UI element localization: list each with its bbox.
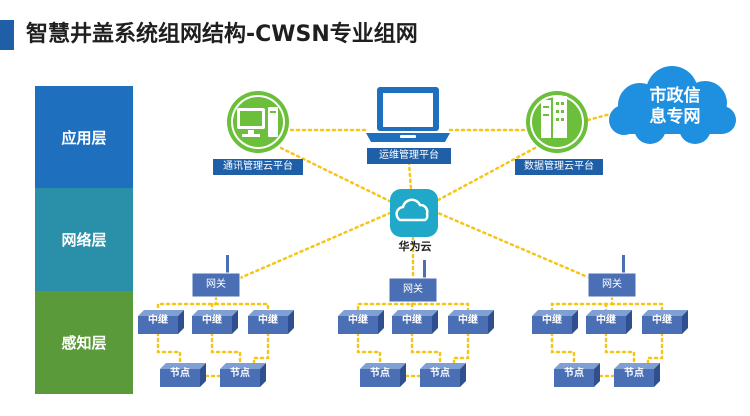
gateway-label-2: 网关 <box>403 284 423 295</box>
node-label-3-2: 节点 <box>624 368 644 379</box>
relay-label-1-1: 中继 <box>148 315 168 326</box>
link-relay-node-a-1 <box>156 331 182 368</box>
relay-label-3-1: 中继 <box>542 315 562 326</box>
layer-network: 网络层 <box>35 188 133 291</box>
relay-1-1 <box>138 310 184 334</box>
huawei-cloud-label: 华为云 <box>398 240 432 253</box>
node-label-2-1: 节点 <box>370 368 390 379</box>
gateway-1 <box>191 255 241 298</box>
layer-perception: 感知层 <box>35 291 133 394</box>
link-gateway-relays-right-1 <box>214 302 270 315</box>
link-relay-node-c-1 <box>252 331 270 368</box>
relay-3-3 <box>642 310 688 334</box>
network-devices <box>138 255 688 387</box>
link-cloud-gateway-1 <box>238 211 392 280</box>
node-label-1-2: 节点 <box>230 368 250 379</box>
link-relay-node-b-2 <box>410 331 442 368</box>
page-title: 智慧井盖系统组网结构-CWSN专业组网 <box>26 22 418 47</box>
node-2-2 <box>420 363 466 387</box>
municipal-network-cloud-icon <box>609 66 736 144</box>
relay-2-2 <box>392 310 438 334</box>
communication-platform-label: 通讯管理云平台 <box>213 159 303 175</box>
relay-label-3-3: 中继 <box>652 315 672 326</box>
gateway-label-1: 网关 <box>206 279 226 290</box>
link-relay-node-c-2 <box>452 331 470 368</box>
link-cloud-gateway-3 <box>436 211 592 280</box>
operations-platform-label: 运维管理平台 <box>367 148 451 164</box>
node-3-2 <box>614 363 660 387</box>
title-accent-bar <box>0 20 14 50</box>
link-relay-node-a-3 <box>550 331 576 368</box>
link-relay-node-b-1 <box>210 331 242 368</box>
relay-label-3-2: 中继 <box>596 315 616 326</box>
node-1-2 <box>220 363 266 387</box>
relay-3-1 <box>532 310 578 334</box>
relay-label-1-2: 中继 <box>202 315 222 326</box>
node-3-1 <box>554 363 600 387</box>
relay-2-3 <box>448 310 494 334</box>
node-label-1-1: 节点 <box>170 368 190 379</box>
relay-1-3 <box>248 310 294 334</box>
relay-2-1 <box>338 310 384 334</box>
operations-laptop-icon <box>366 87 450 142</box>
link-comm-cloud <box>279 146 416 215</box>
municipal-network-label: 市政信 息专网 <box>615 86 735 128</box>
relay-label-2-1: 中继 <box>348 315 368 326</box>
gateway-label-3: 网关 <box>602 279 622 290</box>
huawei-cloud-icon <box>390 189 438 237</box>
node-label-3-1: 节点 <box>564 368 584 379</box>
data-platform-label: 数据管理云平台 <box>515 159 603 175</box>
data-platform-icon <box>526 91 588 153</box>
relay-label-1-3: 中继 <box>258 315 278 326</box>
link-relay-node-c-3 <box>646 331 664 368</box>
gateway-2 <box>388 260 438 303</box>
municipal-network-label-line2: 息专网 <box>649 107 701 127</box>
layer-application: 应用层 <box>35 86 133 188</box>
relay-1-2 <box>192 310 238 334</box>
node-1-1 <box>160 363 206 387</box>
node-2-1 <box>360 363 406 387</box>
relay-label-2-3: 中继 <box>458 315 478 326</box>
link-relay-node-b-3 <box>604 331 636 368</box>
gateway-3 <box>587 255 637 298</box>
link-relay-node-a-2 <box>356 331 382 368</box>
relay-3-2 <box>586 310 632 334</box>
node-label-2-2: 节点 <box>430 368 450 379</box>
municipal-network-label-line1: 市政信 <box>649 86 701 106</box>
link-gateway-relays-1 <box>156 295 218 315</box>
relay-label-2-2: 中继 <box>402 315 422 326</box>
communication-platform-icon <box>227 91 289 153</box>
link-gateway-relays-3 <box>550 295 614 315</box>
